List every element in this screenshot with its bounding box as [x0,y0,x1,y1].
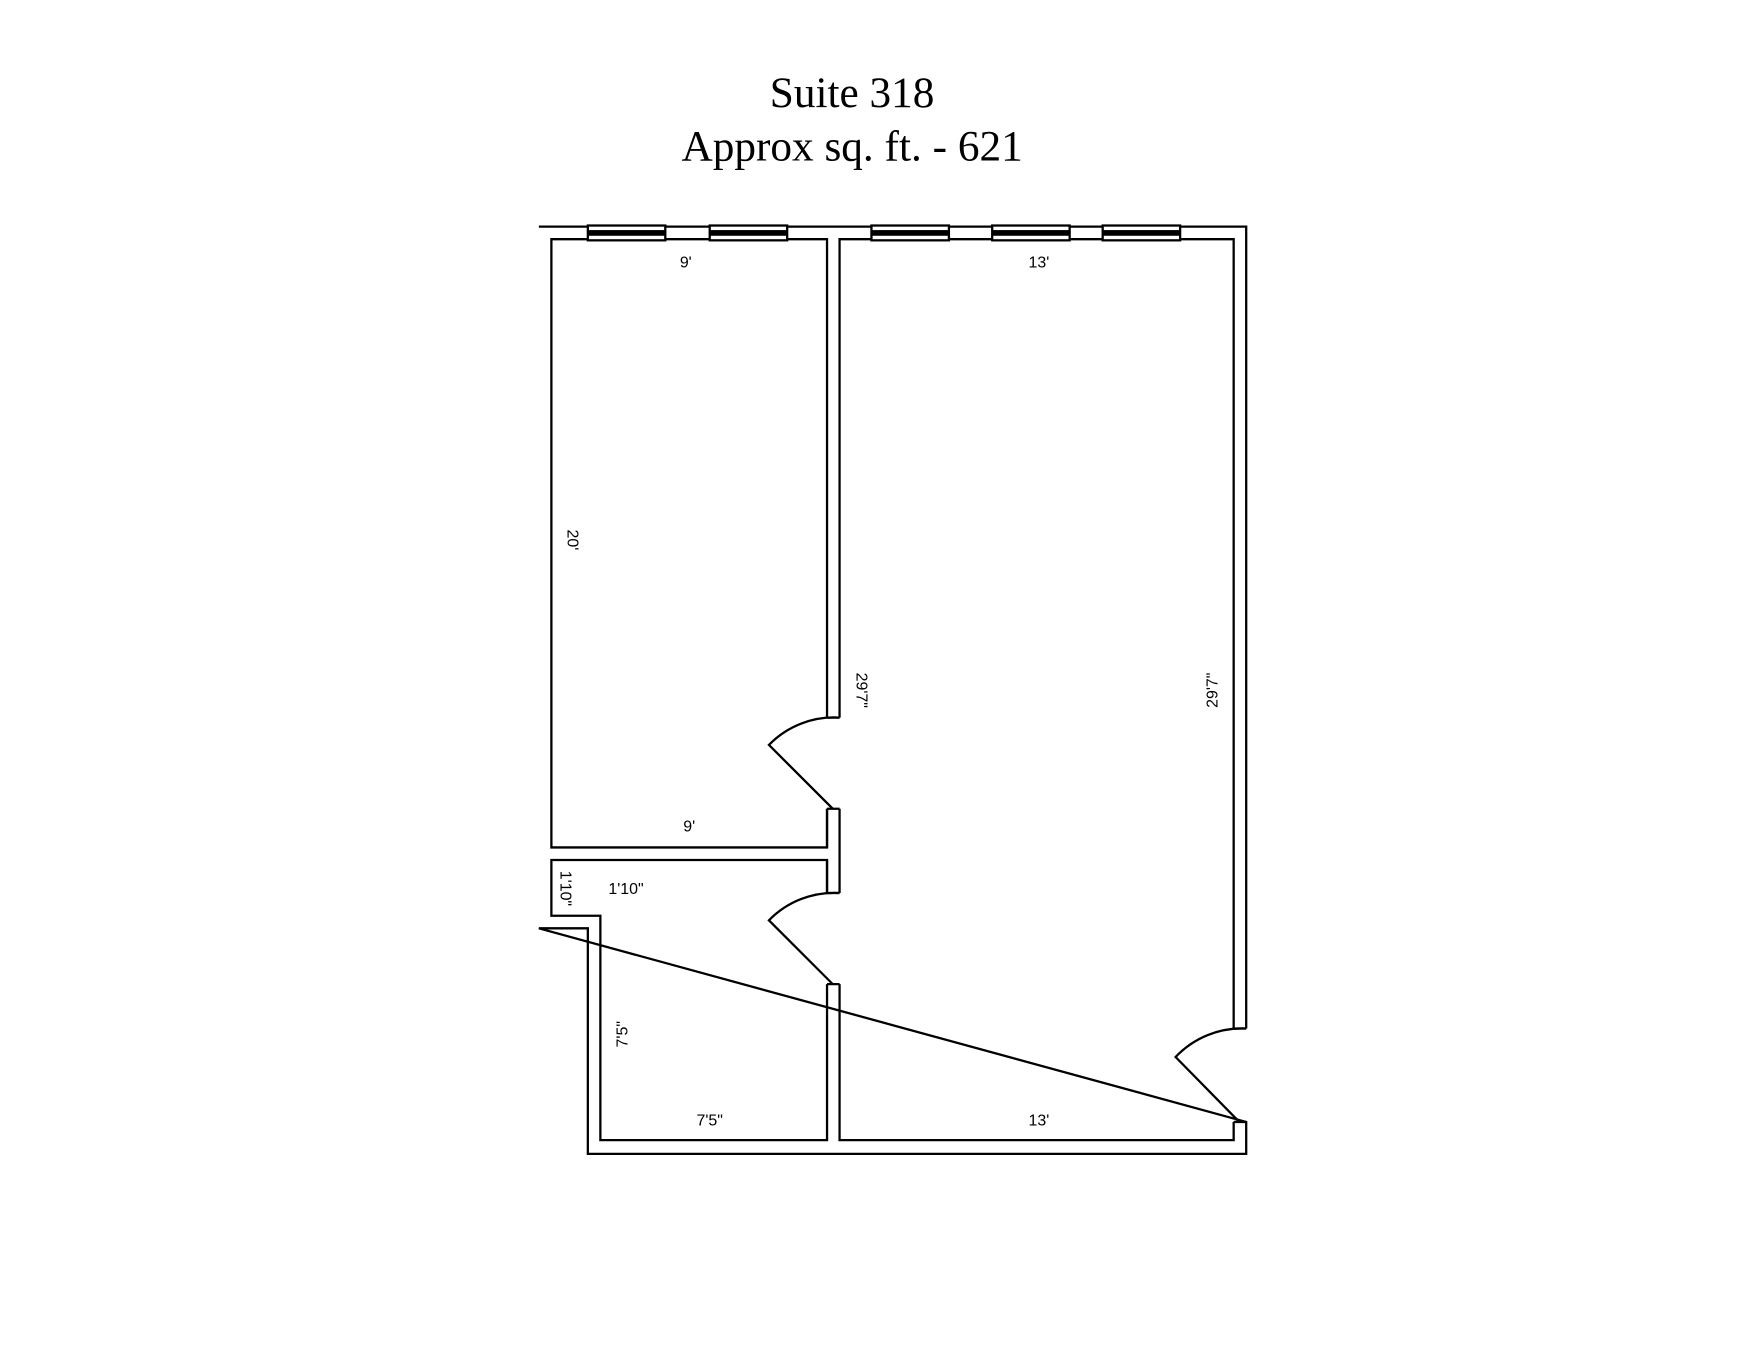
door-small-room [767,891,840,985]
dim-right-room-left: 29'7" [853,673,870,708]
window [1101,224,1182,242]
outer-wall [538,225,1248,1155]
area-title: Approx sq. ft. - 621 [681,123,1022,171]
dim-small-room-bottom: 7'5" [696,1112,722,1129]
dim-notch-vertical: 1'10" [557,871,574,906]
left-room-wall [550,238,829,849]
right-room-wall [838,238,1235,1142]
dim-notch-horizontal: 1'10" [608,881,643,898]
window [586,224,667,242]
window [708,224,789,242]
dim-right-room-top: 13' [1029,255,1050,272]
dim-small-room-side: 7'5" [615,1021,632,1047]
dim-left-room-bottom: 9' [683,818,695,835]
window [870,224,951,242]
dim-left-room-top: 9' [680,255,692,272]
dim-left-room-side: 20' [563,530,580,551]
dim-right-room-right: 29'7" [1205,673,1222,708]
suite-title: Suite 318 [770,69,935,117]
door-left-room [767,716,840,810]
door-jamb [825,716,1247,1124]
dim-right-room-bottom: 13' [1029,1112,1050,1129]
window [991,224,1071,242]
door-entry [1173,1027,1247,1123]
small-room-wall [550,858,829,1142]
